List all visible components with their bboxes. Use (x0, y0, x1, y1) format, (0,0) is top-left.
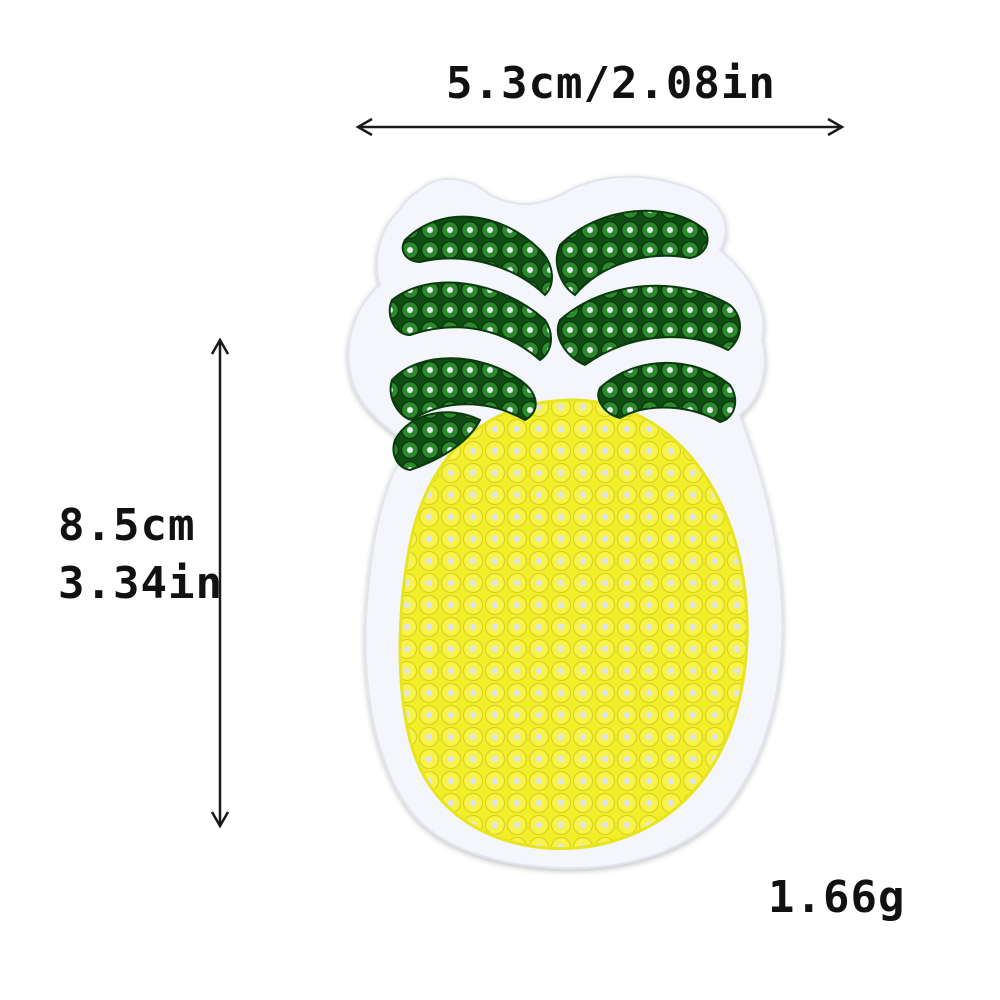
height-arrow (210, 337, 230, 829)
crown-leaf-top-right (555, 209, 709, 297)
pineapple-crown (388, 209, 741, 472)
crown-leaf-bottom-left (392, 411, 482, 472)
height-measurement-cm-label: 8.5cm (58, 500, 196, 551)
width-measurement-label: 5.3cm/2.08in (446, 58, 776, 109)
crown-leaf-low-left (389, 357, 537, 422)
height-measurement-in-label: 3.34in (58, 558, 223, 609)
width-arrow (355, 117, 845, 137)
crown-leaf-low-right (597, 361, 737, 424)
pineapple-body (398, 398, 749, 851)
crown-leaf-mid-right (557, 284, 741, 367)
crown-leaf-top-left (401, 215, 553, 297)
crown-leaf-mid-left (388, 281, 552, 362)
weight-label: 1.66g (768, 872, 906, 923)
